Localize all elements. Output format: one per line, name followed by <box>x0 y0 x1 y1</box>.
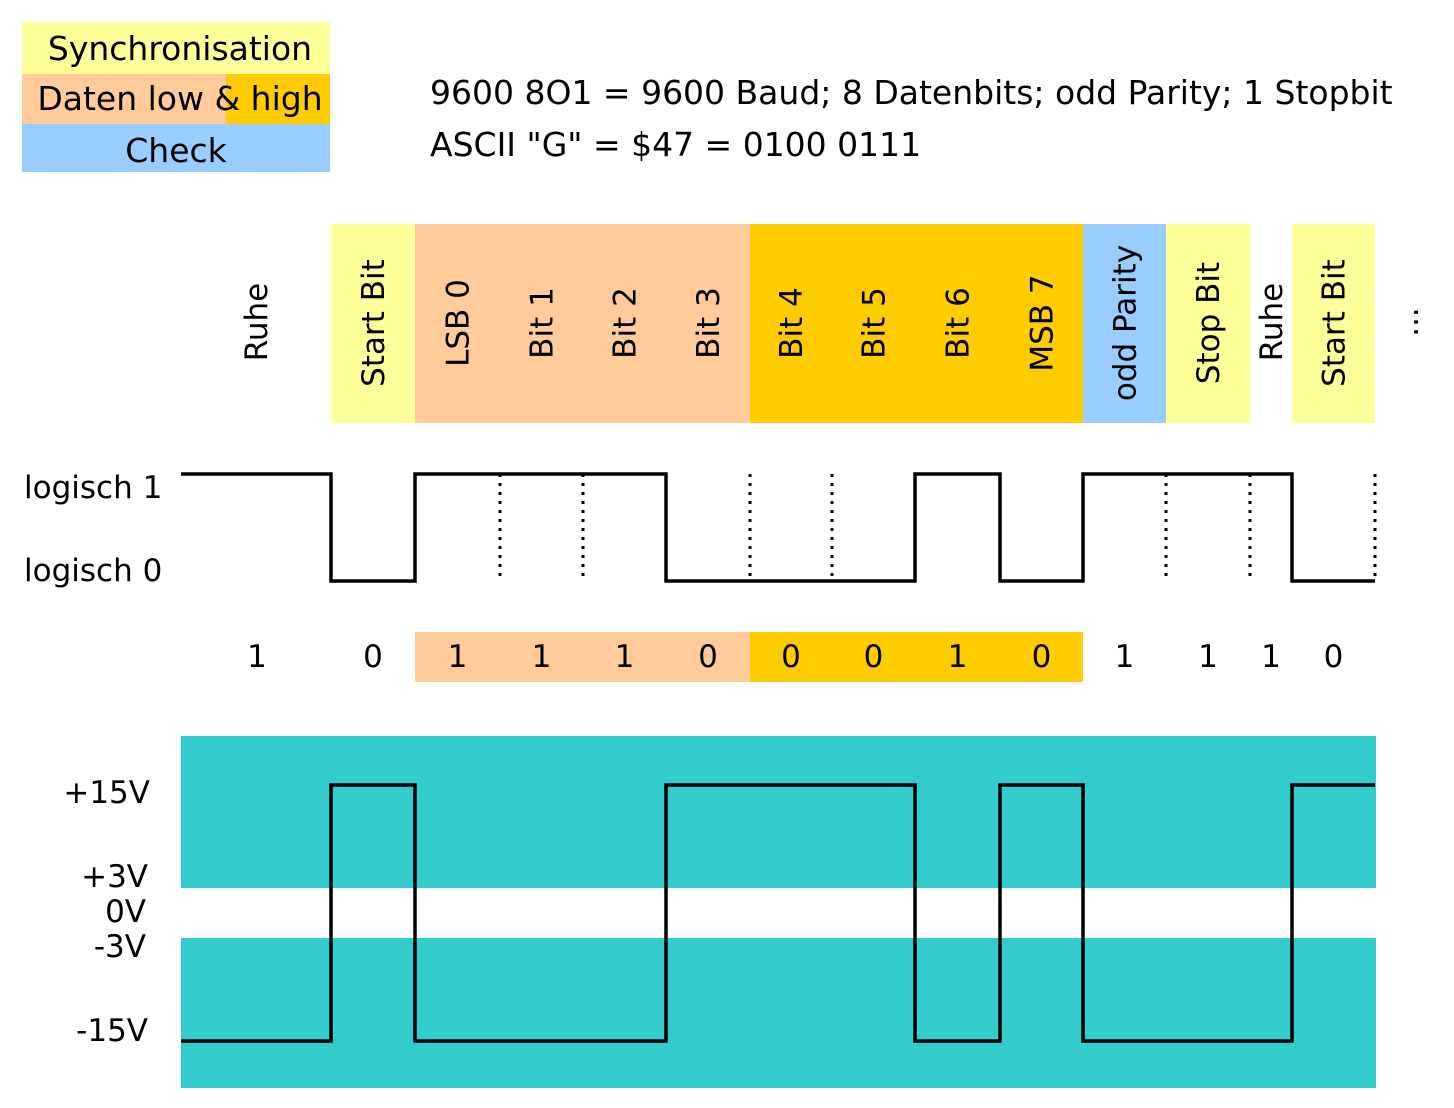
bit-header-label: MSB 7 <box>1025 274 1061 371</box>
legend-check-label: Check <box>125 131 227 170</box>
rs232-voltage-waveform <box>181 783 1375 1043</box>
bit-header-block <box>1166 224 1250 423</box>
bit-header-block <box>666 224 750 423</box>
legend-data-high-swatch <box>226 74 330 124</box>
bit-header-label: Start Bit <box>1317 259 1353 387</box>
logic-high-label: logisch 1 <box>24 470 162 506</box>
bit-value-block <box>666 632 750 682</box>
bit-value-blocks <box>415 632 1083 682</box>
bit-value: 1 <box>1198 639 1218 675</box>
bit-header-label: Bit 3 <box>691 287 727 359</box>
bit-header-block <box>915 224 1000 423</box>
bit-value: 0 <box>1324 639 1344 675</box>
bit-value-block <box>750 632 832 682</box>
legend-data-low-swatch <box>22 74 226 124</box>
bit-value-labels: 1 0 1 1 1 0 0 0 1 0 1 1 1 0 <box>247 639 1343 675</box>
bit-header-block <box>1083 224 1166 423</box>
bit-divider-lines <box>498 474 1377 581</box>
logic-low-label: logisch 0 <box>24 553 162 589</box>
bit-value: 1 <box>448 639 468 675</box>
frame-description: 9600 8O1 = 9600 Baud; 8 Datenbits; odd P… <box>430 73 1393 164</box>
bit-header-block <box>500 224 583 423</box>
bit-value-block <box>415 632 500 682</box>
bit-header-label: Start Bit <box>356 259 392 387</box>
bit-value-block <box>500 632 583 682</box>
legend-sync-swatch <box>22 22 330 74</box>
description-line-1: 9600 8O1 = 9600 Baud; 8 Datenbits; odd P… <box>430 73 1393 112</box>
logic-signal-waveform <box>181 472 1375 583</box>
bit-header-label: Bit 6 <box>941 287 977 359</box>
description-line-2: ASCII "G" = $47 = 0100 0111 <box>430 125 921 164</box>
bit-header-labels: Ruhe Start Bit LSB 0 Bit 1 Bit 2 Bit 3 Bit 4 Bi… <box>239 245 1353 401</box>
bit-header-block <box>832 224 915 423</box>
negative-voltage-band <box>181 938 1376 1088</box>
legend-sync-label: Synchronisation <box>48 29 312 68</box>
positive-voltage-band <box>181 736 1376 888</box>
bit-header-label: Ruhe <box>1254 283 1290 362</box>
bit-value: 1 <box>948 639 968 675</box>
bit-value-block <box>1000 632 1083 682</box>
continuation-mark: ... <box>1390 307 1426 337</box>
legend: Synchronisation Daten low & high Check <box>22 22 330 172</box>
bit-header-block <box>583 224 666 423</box>
bit-header-block <box>331 224 415 423</box>
bit-value: 1 <box>1115 639 1135 675</box>
bit-value-block <box>915 632 1000 682</box>
bit-header-label: LSB 0 <box>441 279 477 367</box>
bit-header-label: Bit 1 <box>525 287 561 359</box>
bit-header-label: odd Parity <box>1108 245 1144 401</box>
voltage-label-plus3: +3V <box>81 859 148 895</box>
bit-header-block <box>750 224 832 423</box>
legend-check-swatch <box>22 124 330 172</box>
bit-header-label: Bit 5 <box>857 287 893 359</box>
bit-value: 0 <box>781 639 801 675</box>
bit-value: 0 <box>864 639 884 675</box>
bit-value: 0 <box>698 639 718 675</box>
voltage-label-plus15: +15V <box>63 775 150 811</box>
bit-value-block <box>832 632 915 682</box>
voltage-label-0v: 0V <box>105 894 146 930</box>
bit-value: 1 <box>615 639 635 675</box>
bit-value: 1 <box>532 639 552 675</box>
bit-header-block <box>1000 224 1083 423</box>
bit-header-label: Stop Bit <box>1191 262 1227 384</box>
voltage-label-minus3: -3V <box>94 929 146 965</box>
bit-header-blocks <box>331 224 1375 423</box>
bit-header-block <box>415 224 500 423</box>
bit-value: 0 <box>1032 639 1052 675</box>
bit-header-label: Bit 4 <box>774 287 810 359</box>
voltage-bands <box>181 736 1376 1088</box>
voltage-label-minus15: -15V <box>76 1013 148 1049</box>
bit-value: 1 <box>1261 639 1281 675</box>
bit-value: 0 <box>363 639 383 675</box>
legend-data-label: Daten low & high <box>37 79 322 118</box>
bit-value: 1 <box>247 639 267 675</box>
bit-header-label: Bit 2 <box>608 287 644 359</box>
bit-value-block <box>583 632 666 682</box>
bit-header-label: Ruhe <box>239 283 275 362</box>
bit-header-block <box>1292 224 1375 423</box>
